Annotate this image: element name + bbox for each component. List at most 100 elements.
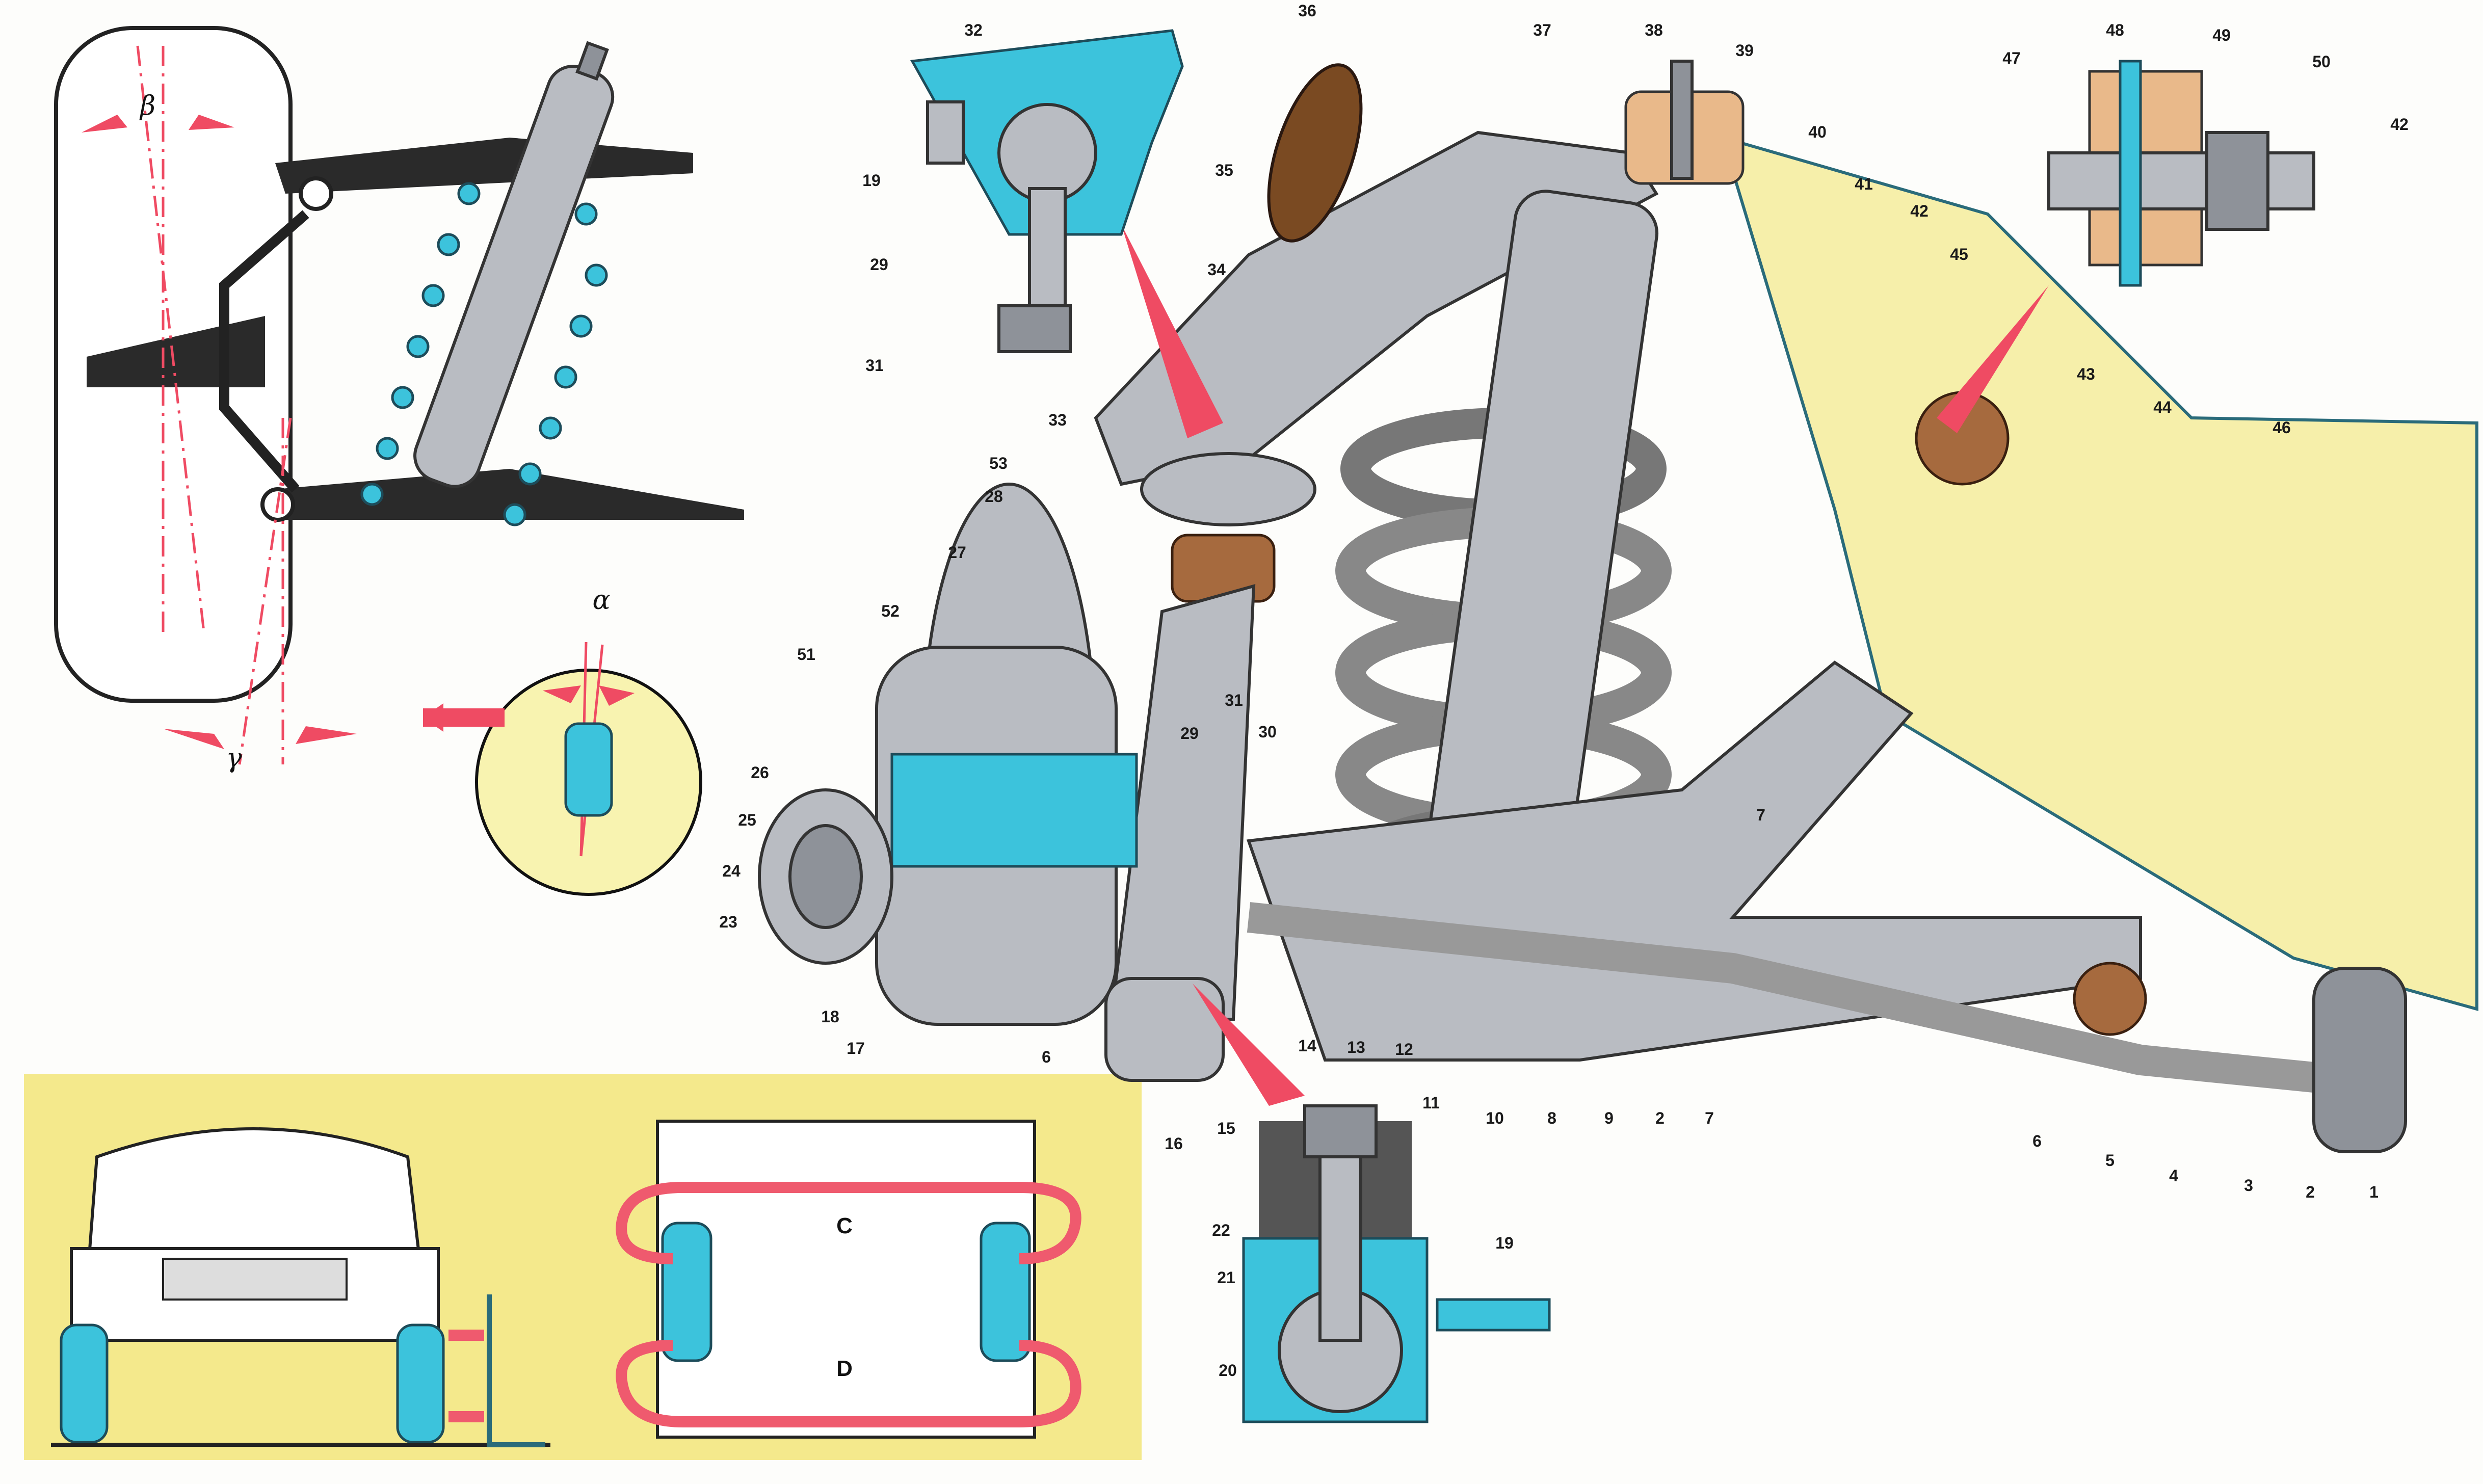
- inset-pivot-bolt: [2047, 60, 2315, 287]
- caster-angle-label: α: [592, 585, 610, 616]
- stabilizer-mount: [2312, 967, 2407, 1153]
- callout: 32: [964, 21, 983, 39]
- callout: 24: [722, 862, 741, 880]
- ball-joint-cover: [1140, 452, 1316, 526]
- callout: 2: [1655, 1109, 1665, 1127]
- callout: 31: [1225, 691, 1243, 709]
- callout: 28: [985, 487, 1003, 506]
- camber-angle-label: β: [139, 91, 155, 121]
- callout: 43: [2077, 365, 2095, 383]
- callout: 19: [862, 171, 881, 190]
- callout: 7: [1756, 806, 1765, 824]
- lower-control-arm: [1246, 660, 2142, 1062]
- callout: 9: [1604, 1109, 1614, 1127]
- body-panel: [1720, 135, 2478, 1011]
- stabilizer-bar: [1247, 902, 2346, 1096]
- callout: 22: [1212, 1221, 1230, 1239]
- toe-rear-mark: D: [836, 1356, 853, 1381]
- camber-arrow-right: [189, 115, 234, 130]
- callout: 34: [1207, 260, 1226, 279]
- shock-rod: [1670, 60, 1694, 180]
- kingpin-line: [238, 417, 292, 765]
- pointer-pivot: [1937, 285, 2049, 433]
- upper-arm: [275, 138, 693, 194]
- callout: 36: [1298, 2, 1316, 20]
- callout: 10: [1486, 1109, 1504, 1127]
- callout: 5: [2105, 1151, 2115, 1170]
- callout: 1: [2369, 1183, 2379, 1201]
- callout: 7: [1705, 1109, 1714, 1127]
- callout: 4: [2169, 1167, 2178, 1185]
- callout: 21: [1217, 1268, 1235, 1287]
- callout: 8: [1547, 1109, 1556, 1127]
- pivot-bushing: [2073, 962, 2147, 1036]
- pointer-upper-joint: [1121, 224, 1223, 438]
- callout: 42: [2390, 115, 2409, 134]
- callout: 49: [2212, 26, 2231, 44]
- callout: 48: [2106, 21, 2124, 39]
- callout: 6: [1042, 1048, 1051, 1066]
- callout: 20: [1219, 1361, 1237, 1380]
- callout: 18: [821, 1008, 839, 1026]
- car-front-view: [51, 1127, 550, 1447]
- pointer-lower-joint: [1193, 984, 1305, 1106]
- callout: 31: [865, 356, 884, 375]
- callout: 19: [1495, 1234, 1514, 1252]
- callout: 52: [881, 602, 900, 620]
- bump-stop: [1267, 63, 1363, 243]
- callout: 14: [1298, 1037, 1316, 1055]
- callout: 30: [1258, 723, 1277, 741]
- callout: 53: [989, 454, 1008, 472]
- callout-labels: 32 19 29 31 36 35 34 33 37 38 39 40 41 4…: [719, 2, 2409, 1380]
- callout: 27: [948, 543, 966, 562]
- callout: 16: [1165, 1134, 1183, 1153]
- callout: 3: [2244, 1176, 2253, 1195]
- lower-ball-joint-housing: [1104, 977, 1225, 1082]
- inset-upper-ball-joint: [910, 29, 1184, 353]
- upper-ball-joint: [299, 176, 333, 211]
- car-top-view: C D: [616, 1120, 1081, 1439]
- callout: 47: [2002, 49, 2021, 67]
- camber-view: β γ: [54, 26, 744, 774]
- camber-line: [136, 45, 205, 632]
- toe-front-mark: C: [836, 1213, 853, 1238]
- callout: 45: [1950, 245, 1968, 263]
- kingpin-arrow-left: [163, 729, 224, 749]
- kingpin-arrow-right: [296, 726, 357, 744]
- rubber-boot-upper: [1171, 534, 1276, 603]
- caster-view: α: [423, 585, 702, 896]
- callout: 2: [2306, 1183, 2315, 1201]
- callout: 50: [2312, 52, 2331, 71]
- callout: 25: [738, 811, 756, 829]
- callout: 29: [870, 255, 888, 274]
- callout: 38: [1645, 21, 1663, 39]
- callout: 44: [2153, 398, 2172, 416]
- steering-knuckle: [219, 210, 309, 493]
- wheel-hub: [758, 483, 1138, 1026]
- callout: 23: [719, 913, 737, 931]
- callout: 41: [1855, 175, 1873, 193]
- callout: 35: [1215, 161, 1233, 179]
- callout: 37: [1533, 21, 1551, 39]
- callout: 15: [1217, 1119, 1235, 1137]
- knuckle-plate: [564, 722, 613, 817]
- toe-panel: C D: [24, 1074, 1142, 1460]
- lower-arm: [275, 469, 744, 520]
- callout: 46: [2273, 418, 2291, 437]
- callout: 40: [1808, 123, 1827, 141]
- camber-arrow-left: [82, 115, 127, 132]
- callout: 13: [1347, 1038, 1365, 1056]
- callout: 39: [1735, 41, 1754, 60]
- callout: 12: [1395, 1040, 1413, 1058]
- callout: 42: [1910, 202, 1929, 220]
- callout: 6: [2032, 1132, 2042, 1150]
- callout: 26: [751, 763, 769, 782]
- inset-lower-ball-joint: [1242, 1104, 1551, 1423]
- coil-spring: [360, 182, 608, 526]
- callout: 33: [1048, 411, 1067, 429]
- callout: 11: [1422, 1094, 1440, 1112]
- shock-absorber: [413, 41, 615, 488]
- callout: 17: [847, 1039, 865, 1057]
